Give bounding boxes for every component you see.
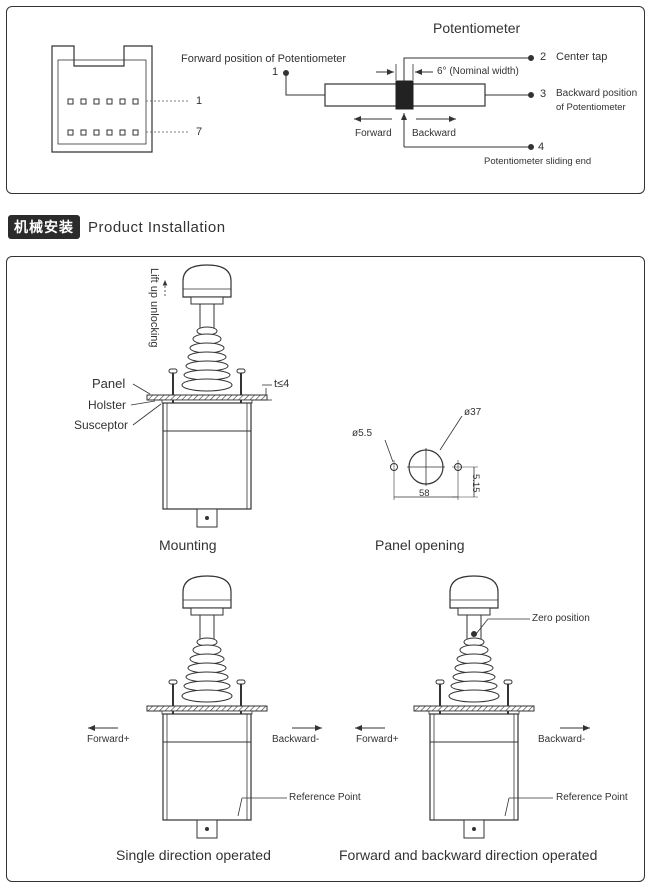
both-reference-label: Reference Point: [556, 792, 628, 803]
pin1-label: 1: [272, 66, 279, 78]
single-arrows: [88, 725, 322, 817]
section-title-cn: 机械安装: [8, 215, 80, 239]
sliding-end-label: Potentiometer sliding end: [484, 156, 592, 167]
connector-pin-bottom: 7: [196, 126, 203, 138]
forward-position-label: Forward position of Potentiometer: [181, 53, 347, 65]
connector-drawing: [51, 45, 188, 153]
pin3-label: 3: [540, 88, 547, 100]
mounting-caption: Mounting: [159, 537, 217, 553]
mounting-annotations: [130, 280, 272, 426]
single-backward-label: Backward-: [272, 734, 320, 745]
pin4-label: 4: [538, 141, 545, 153]
potentiometer-drawing: [283, 55, 534, 150]
both-forward-label: Forward+: [356, 734, 399, 745]
hole-diameter-label: ø5.5: [352, 428, 373, 439]
single-joystick: [146, 575, 268, 839]
backward-label: Backward: [412, 128, 456, 139]
section-header: 机械安装 Product Installation: [8, 215, 226, 239]
zero-position-label: Zero position: [532, 613, 590, 624]
forward-label: Forward: [355, 128, 392, 139]
both-caption: Forward and backward direction operated: [339, 847, 598, 863]
potentiometer-title: Potentiometer: [433, 20, 521, 36]
backward-position-label-1: Backward position: [556, 88, 638, 99]
lift-up-label: Lift up unlocking: [148, 268, 160, 348]
both-backward-label: Backward-: [538, 734, 586, 745]
thickness-label: t≤4: [274, 378, 290, 390]
offset-label: 5.15: [470, 474, 481, 493]
both-joystick: [413, 575, 535, 839]
single-caption: Single direction operated: [116, 847, 271, 863]
spacing-label: 58: [419, 488, 430, 499]
susceptor-label: Susceptor: [74, 418, 129, 432]
single-forward-label: Forward+: [87, 734, 130, 745]
mounting-joystick: [146, 264, 268, 528]
both-arrows: [355, 618, 590, 817]
nominal-width-label: 6° (Nominal width): [437, 66, 519, 77]
pin2-label: 2: [540, 51, 547, 63]
panel-opening-drawing: [384, 415, 478, 500]
panel-opening-caption: Panel opening: [375, 537, 465, 553]
section-title-en: Product Installation: [88, 218, 226, 236]
center-tap-label: Center tap: [556, 51, 608, 63]
installation-panel: [6, 256, 645, 882]
center-diameter-label: ø37: [464, 407, 482, 418]
single-reference-label: Reference Point: [289, 792, 361, 803]
holster-label: Holster: [88, 398, 127, 412]
backward-position-label-2: of Potentiometer: [556, 102, 626, 113]
connector-pin-top: 1: [196, 95, 203, 107]
panel-label: Panel: [92, 376, 126, 391]
